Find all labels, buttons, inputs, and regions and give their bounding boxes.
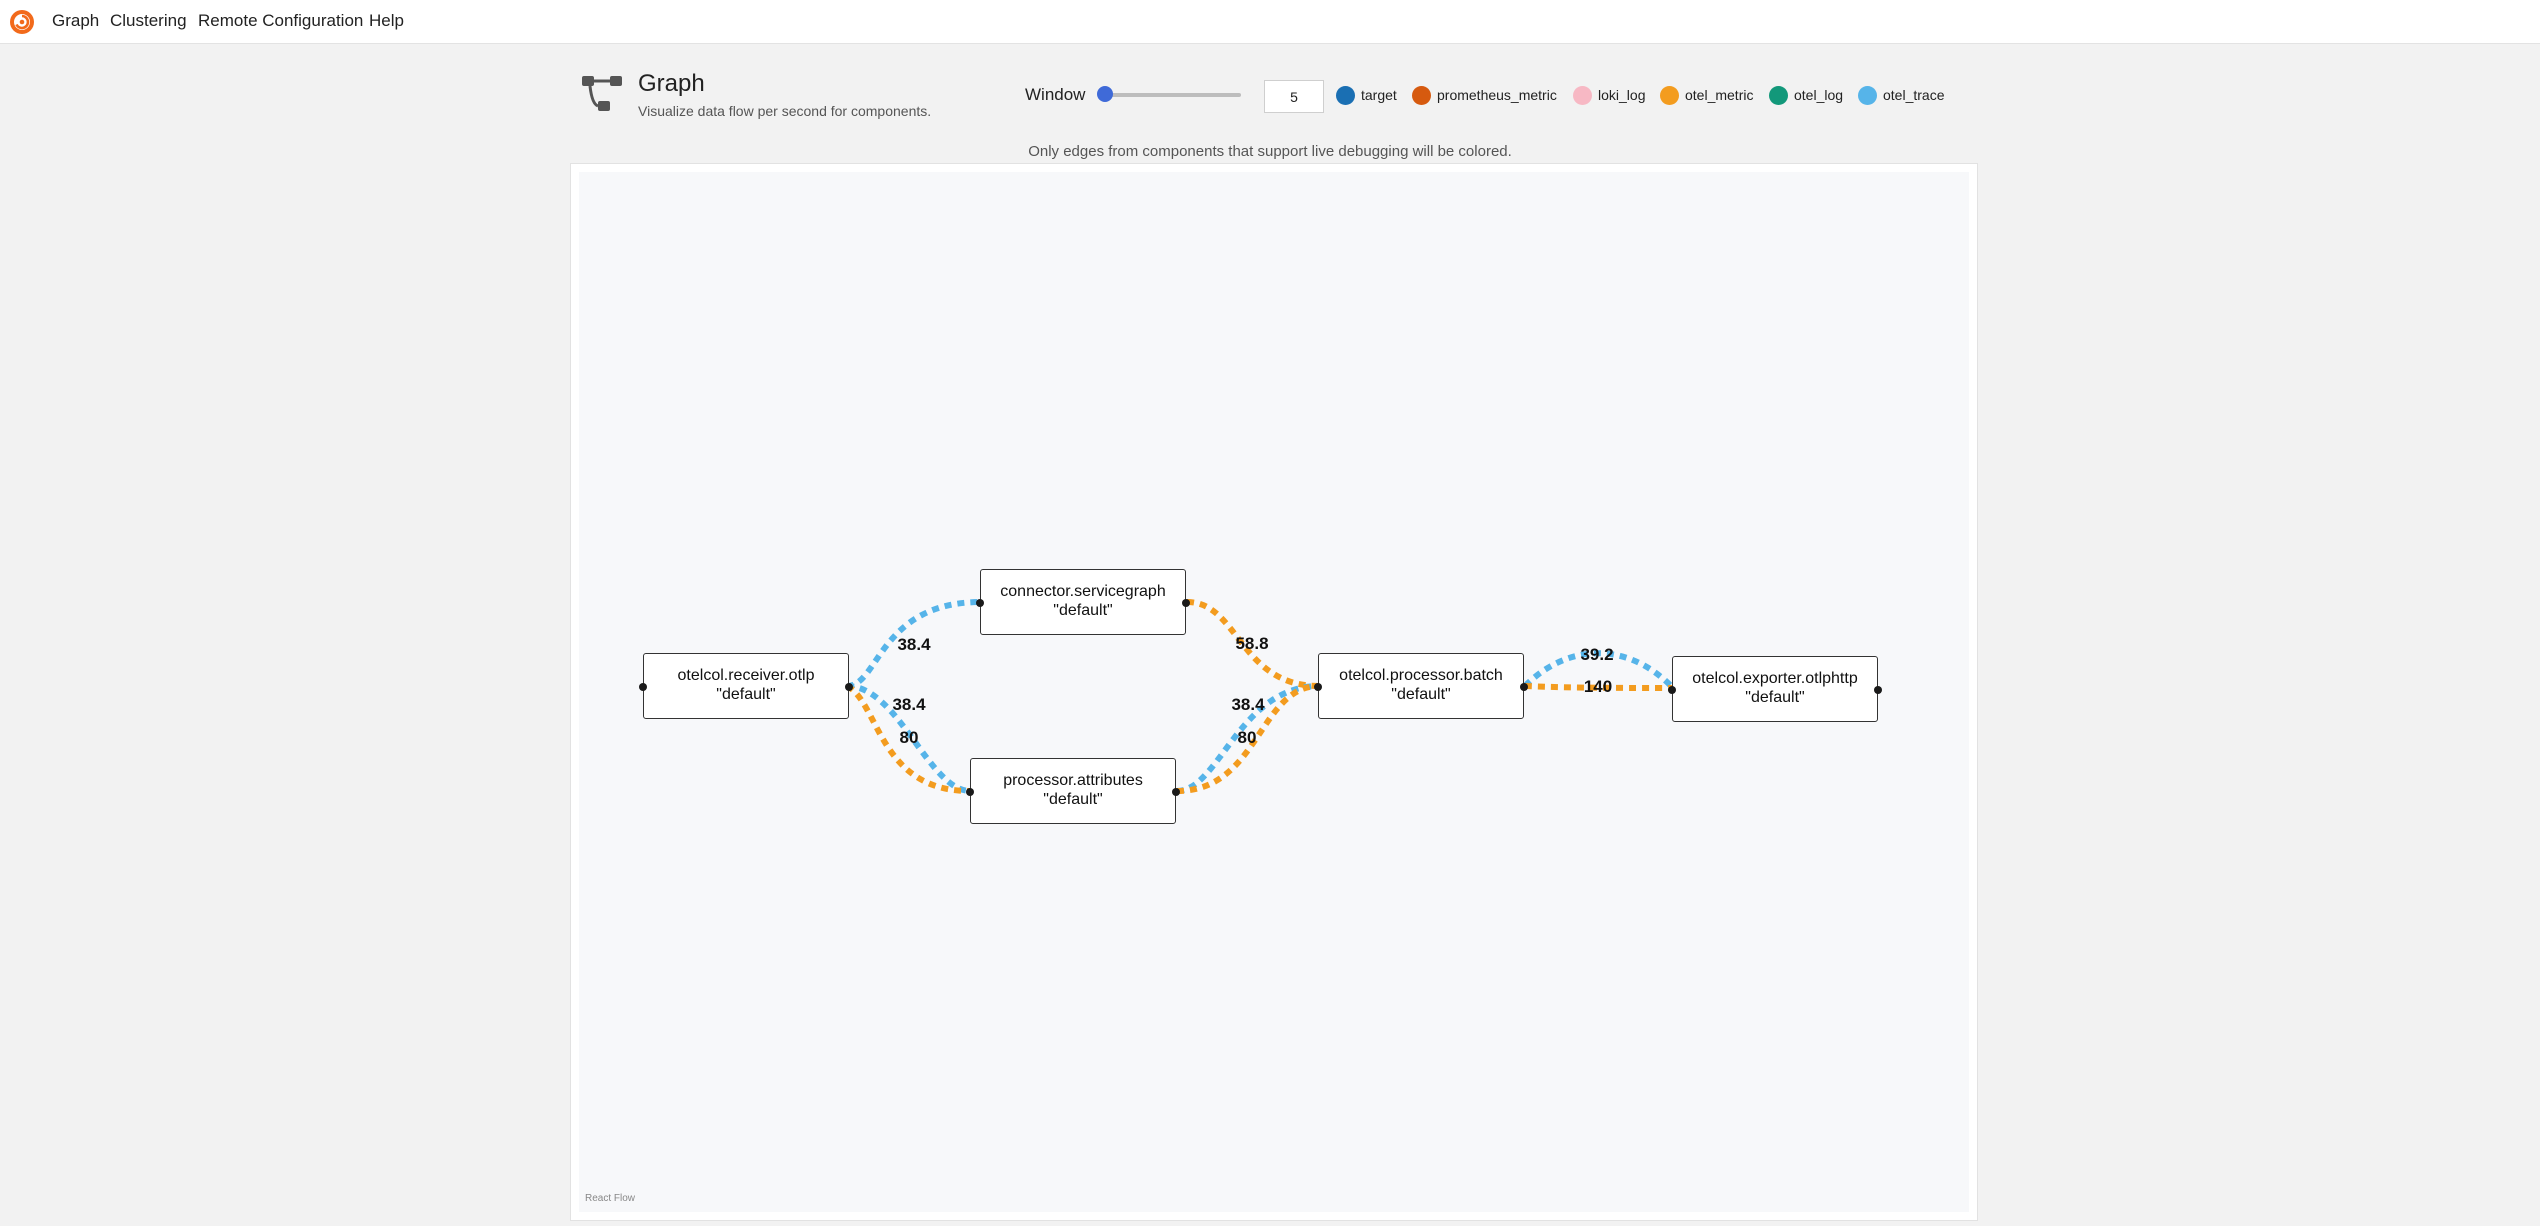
live-debugging-note: Only edges from components that support …	[1028, 143, 1512, 160]
legend-item-prometheus-metric: prometheus_metric	[1412, 85, 1557, 105]
legend-dot-icon	[1769, 85, 1788, 105]
legend-label: loki_log	[1598, 87, 1646, 103]
node-connector-servicegraph[interactable]: connector.servicegraph "default"	[976, 569, 1190, 635]
node-output-handle[interactable]	[1182, 599, 1190, 607]
edge-label-rate: 80	[1238, 728, 1257, 747]
legend-dot-icon	[1412, 85, 1431, 105]
node-input-handle[interactable]	[1668, 686, 1676, 694]
legend-label: otel_metric	[1685, 87, 1754, 103]
node-otelcol-processor-batch[interactable]: otelcol.processor.batch "default"	[1314, 653, 1528, 719]
node-output-handle[interactable]	[1520, 683, 1528, 691]
legend-item-target: target	[1336, 85, 1397, 105]
graph-canvas-frame: 38.4 38.4 80 58.8 38.4 80 39.2 140 otelc…	[570, 163, 1978, 1221]
edge-receiver-attributes-trace[interactable]	[846, 683, 972, 795]
page-subtitle: Visualize data flow per second for compo…	[638, 103, 932, 119]
edge-attributes-batch-metric[interactable]	[1176, 683, 1320, 794]
page-title: Graph	[638, 70, 705, 97]
edge-label-rate: 39.2	[1580, 645, 1613, 664]
graph-icon	[582, 76, 622, 111]
window-input[interactable]	[1264, 80, 1324, 113]
graph-edges: 38.4 38.4 80 58.8 38.4 80 39.2 140	[845, 599, 1676, 795]
node-output-handle[interactable]	[1172, 788, 1180, 796]
legend-dot-icon	[1336, 85, 1355, 105]
legend-label: otel_log	[1794, 87, 1844, 103]
graph-canvas[interactable]: 38.4 38.4 80 58.8 38.4 80 39.2 140 otelc…	[579, 172, 1969, 1212]
edge-label-rate: 140	[1584, 677, 1612, 696]
legend-label: target	[1361, 87, 1397, 103]
node-name: otelcol.processor.batch	[1339, 667, 1503, 684]
react-flow-attribution[interactable]: React Flow	[585, 1193, 636, 1204]
legend-dot-icon	[1573, 85, 1592, 105]
top-nav: Graph Clustering Remote Configuration He…	[0, 0, 2540, 44]
nav-help[interactable]: Help	[369, 11, 404, 30]
node-input-handle[interactable]	[639, 683, 647, 691]
node-output-handle[interactable]	[1874, 686, 1882, 694]
nav-remote-configuration[interactable]: Remote Configuration	[198, 11, 364, 30]
edge-receiver-servicegraph-trace[interactable]	[846, 599, 982, 689]
edge-label-rate: 38.4	[892, 695, 926, 714]
legend-label: prometheus_metric	[1437, 87, 1557, 103]
window-slider-track[interactable]	[1098, 93, 1241, 97]
node-otelcol-exporter-otlphttp[interactable]: otelcol.exporter.otlphttp "default"	[1668, 656, 1882, 722]
node-name: connector.servicegraph	[1000, 583, 1166, 600]
edge-label-rate: 38.4	[1231, 695, 1265, 714]
alloy-logo-icon[interactable]	[9, 9, 35, 35]
edge-batch-exporter-metric[interactable]	[1524, 683, 1674, 691]
node-label: "default"	[1043, 791, 1103, 808]
node-label: "default"	[1391, 686, 1451, 703]
window-slider-thumb[interactable]	[1097, 86, 1114, 102]
window-label: Window	[1025, 85, 1086, 104]
edge-attributes-batch-trace[interactable]	[1176, 683, 1320, 794]
legend-item-otel-trace: otel_trace	[1858, 85, 1944, 105]
edge-label-rate: 38.4	[897, 635, 931, 654]
nav-clustering[interactable]: Clustering	[110, 11, 187, 30]
legend-item-otel-metric: otel_metric	[1660, 85, 1753, 105]
node-label: "default"	[1745, 689, 1805, 706]
edge-label-rate: 80	[900, 728, 919, 747]
legend-item-otel-log: otel_log	[1769, 85, 1843, 105]
node-label: "default"	[1053, 602, 1113, 619]
legend-label: otel_trace	[1883, 87, 1945, 103]
edge-receiver-attributes-metric[interactable]	[845, 683, 972, 795]
nav-graph[interactable]: Graph	[52, 11, 100, 30]
node-name: otelcol.exporter.otlphttp	[1692, 670, 1858, 687]
node-output-handle[interactable]	[845, 683, 853, 691]
edge-label-rate: 58.8	[1235, 634, 1268, 653]
node-otelcol-receiver-otlp[interactable]: otelcol.receiver.otlp "default"	[639, 653, 853, 719]
node-name: otelcol.receiver.otlp	[677, 667, 815, 684]
legend-item-loki-log: loki_log	[1573, 85, 1645, 105]
legend-dot-icon	[1858, 85, 1877, 105]
node-input-handle[interactable]	[1314, 683, 1322, 691]
legend-dot-icon	[1660, 85, 1679, 105]
node-input-handle[interactable]	[966, 788, 974, 796]
edge-batch-exporter-trace[interactable]	[1522, 650, 1676, 691]
edge-servicegraph-batch-metric[interactable]	[1186, 599, 1320, 689]
node-label: "default"	[716, 686, 776, 703]
node-processor-attributes[interactable]: processor.attributes "default"	[966, 758, 1180, 824]
node-name: processor.attributes	[1003, 772, 1143, 789]
node-input-handle[interactable]	[976, 599, 984, 607]
